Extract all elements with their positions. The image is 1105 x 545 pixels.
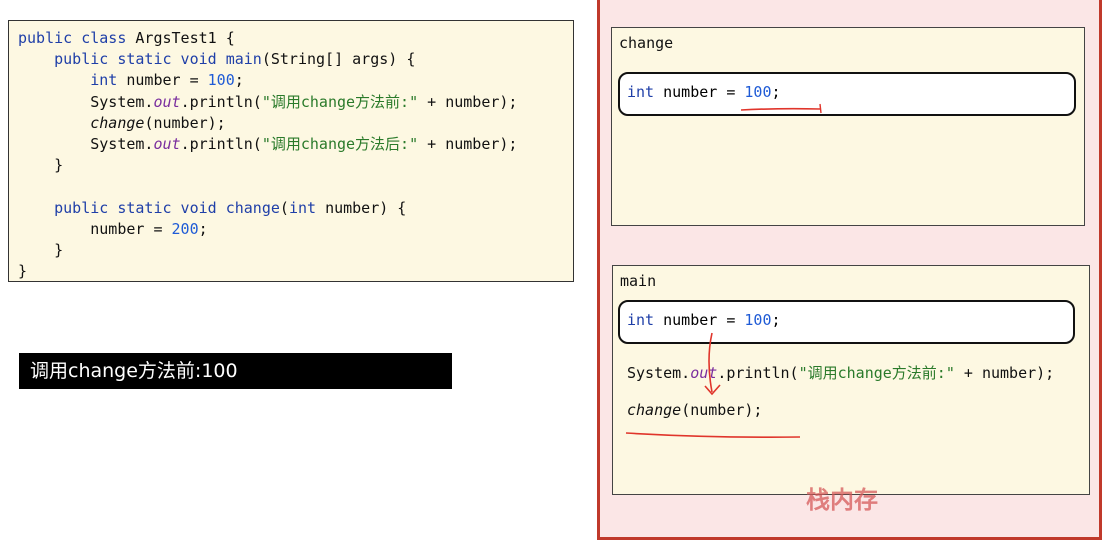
code-token: int [627,311,664,329]
code-token: "调用change方法前:" [261,92,419,111]
code-token: + number); [418,92,518,111]
main-frame-title: main [620,272,657,290]
underline-tick [819,103,822,114]
code-line: int number = 100; [18,70,573,91]
pass-value-arrow [708,332,713,393]
code-token: 100 [207,71,235,90]
code-token: main [225,50,262,69]
change-stack-frame: change [611,27,1085,226]
code-token: ( [279,198,289,217]
code-token: ; [771,83,781,101]
code-token: "调用change方法后:" [261,134,419,153]
code-token: .println( [180,92,262,111]
code-line: System.out.println("调用change方法后:" + numb… [18,134,573,155]
code-token: ; [198,219,208,238]
underline-change-call [625,432,801,438]
code-token: ArgsTest1 { [135,29,235,47]
code-token: "调用change方法前:" [798,364,955,382]
pass-value-arrow-head [704,384,721,396]
code-line: public static void main(String[] args) { [18,49,573,70]
code-token: System. [18,134,154,153]
code-line: public static void change(int number) { [18,198,573,219]
code-token: + number); [418,134,518,153]
change-number-variable: int number = 100; [618,72,1076,116]
code-token: out [153,92,181,111]
code-token: change [90,113,145,132]
code-token: ; [771,311,781,329]
code-token: int [627,83,664,101]
code-token: public static void [18,50,226,69]
code-token: System. [627,364,691,382]
code-token: number = [18,219,172,238]
change-frame-title: change [619,34,674,52]
code-token: 200 [171,219,199,238]
code-line: System.out.println("调用change方法前:" + numb… [18,92,573,113]
code-token: number = [126,71,208,90]
code-token: number = [663,83,745,101]
code-line: number = 200; [18,219,573,240]
main-println-statement: System.out.println("调用change方法前:" + numb… [627,362,1054,383]
code-token: + number); [954,364,1055,382]
code-token: (number); [681,401,763,419]
code-token: .println( [180,134,262,153]
code-token: 100 [744,311,772,329]
code-line: public class ArgsTest1 { [18,28,573,49]
code-token: } [18,156,64,175]
code-token: number = [663,311,745,329]
main-number-variable: int number = 100; [618,300,1075,344]
code-token: public class [18,29,136,47]
console-output: 调用change方法前:100 [19,353,452,389]
code-token: out [153,134,181,153]
code-token: change [627,401,682,419]
code-token: } [18,240,64,259]
code-editor: public class ArgsTest1 { public static v… [8,20,574,282]
code-token: 100 [744,83,772,101]
code-token: } [18,262,28,281]
code-token: number) { [325,198,407,217]
code-token: int [18,71,127,90]
code-line: } [18,261,573,282]
code-token: int [288,198,326,217]
code-token: .println( [717,364,799,382]
code-line: } [18,240,573,261]
code-token: change [225,198,280,217]
code-line: } [18,155,573,176]
main-change-call: change(number); [627,401,762,419]
code-token: ; [234,71,244,90]
code-line: change(number); [18,113,573,134]
stack-memory-label: 栈内存 [806,486,878,514]
underline-value-100 [740,107,821,111]
code-token: (String[] args) { [261,50,416,69]
code-token: public static void [18,198,226,217]
code-token: System. [18,92,154,111]
code-token: (number); [144,113,226,132]
